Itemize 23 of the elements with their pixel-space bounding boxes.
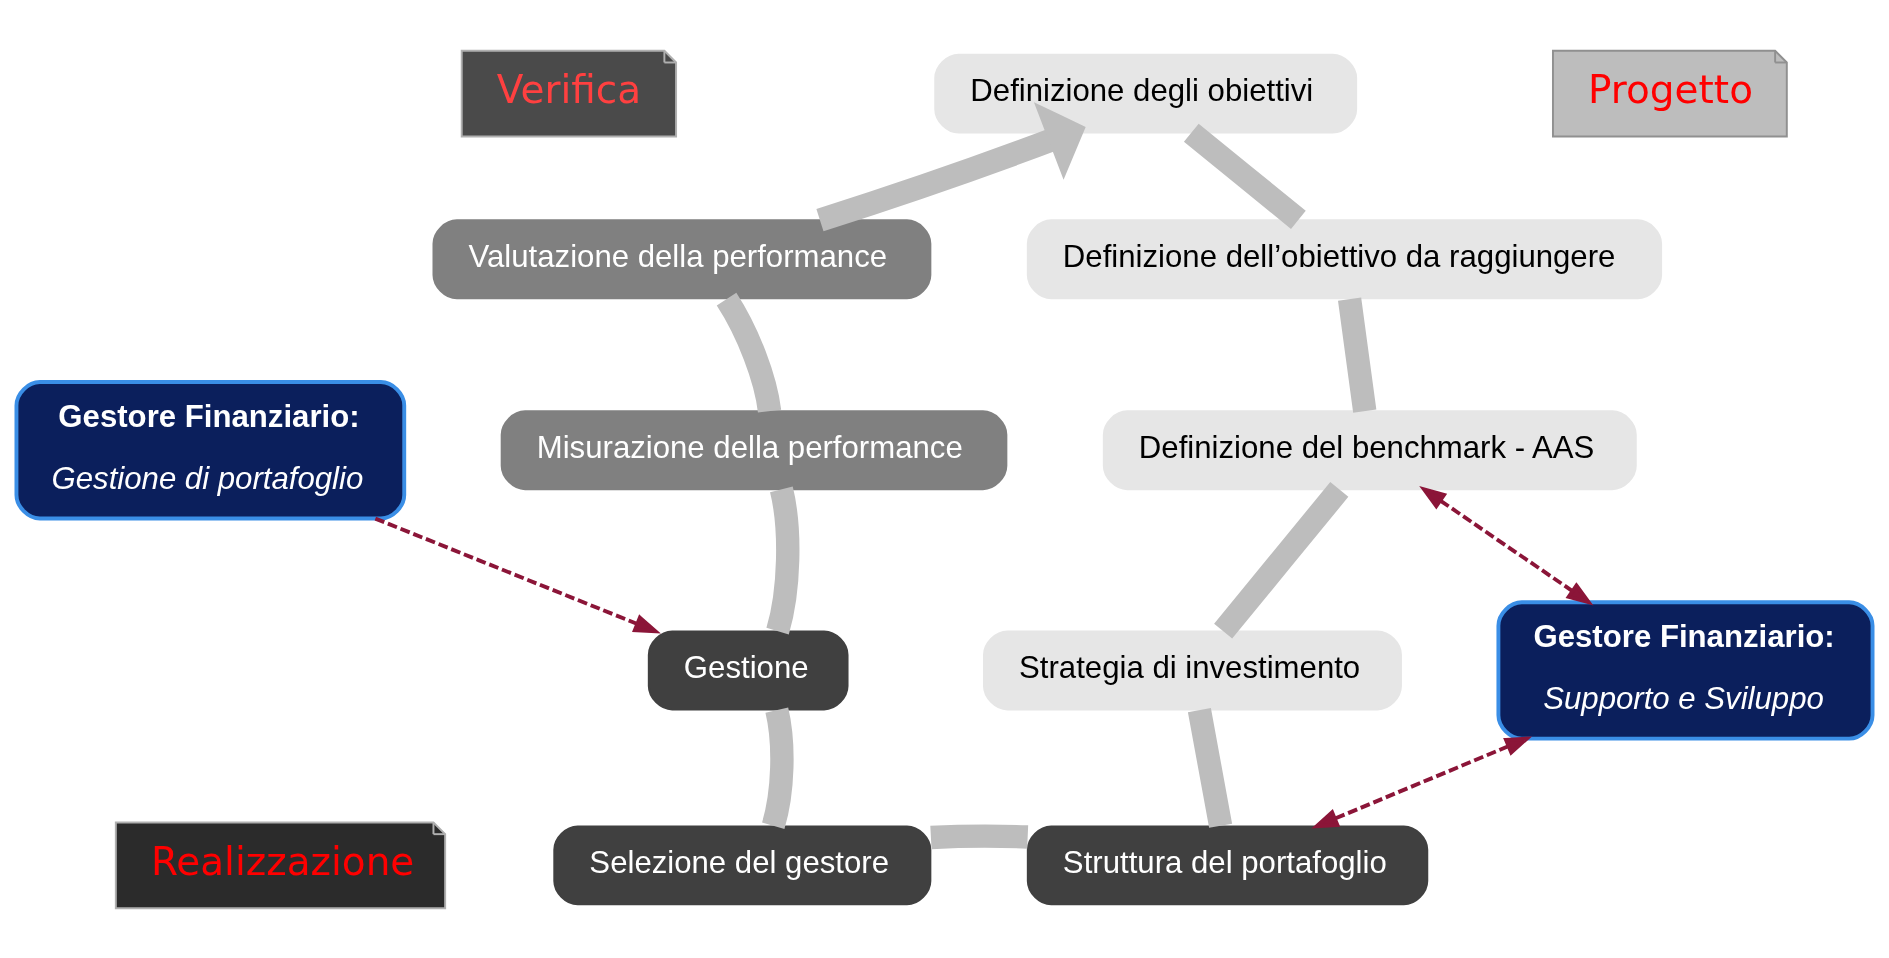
connector (766, 486, 800, 634)
node-box: Struttura del portafoglio (1026, 824, 1429, 905)
arrow (816, 101, 1086, 231)
connector (1183, 123, 1306, 229)
arrow (1419, 485, 1594, 605)
node-box: Definizione degli obiettivi (934, 53, 1358, 134)
connector (1187, 707, 1233, 828)
node-box: Definizione dell’obiettivo da raggiungere (1026, 218, 1663, 299)
node-box: Selezione del gestore (553, 824, 932, 905)
node-box: Strategia di investimento (983, 630, 1402, 710)
node-box: Valutazione della performance (432, 218, 932, 299)
connector (761, 707, 794, 829)
connector (716, 292, 782, 413)
node-box: Gestore Finanziario: Gestione di portafoglio (14, 379, 407, 520)
node-box: Definizione del benchmark - AAS (1102, 409, 1637, 490)
node-box: Gestore Finanziario: Supporto e Sviluppo (1496, 599, 1875, 741)
arrow (374, 516, 661, 633)
arrow (1311, 735, 1533, 828)
connector (930, 823, 1029, 849)
node-box: Misurazione della performance (500, 409, 1008, 490)
connector (1338, 297, 1377, 413)
connector (1214, 481, 1349, 638)
node-box: Gestione (647, 630, 849, 710)
